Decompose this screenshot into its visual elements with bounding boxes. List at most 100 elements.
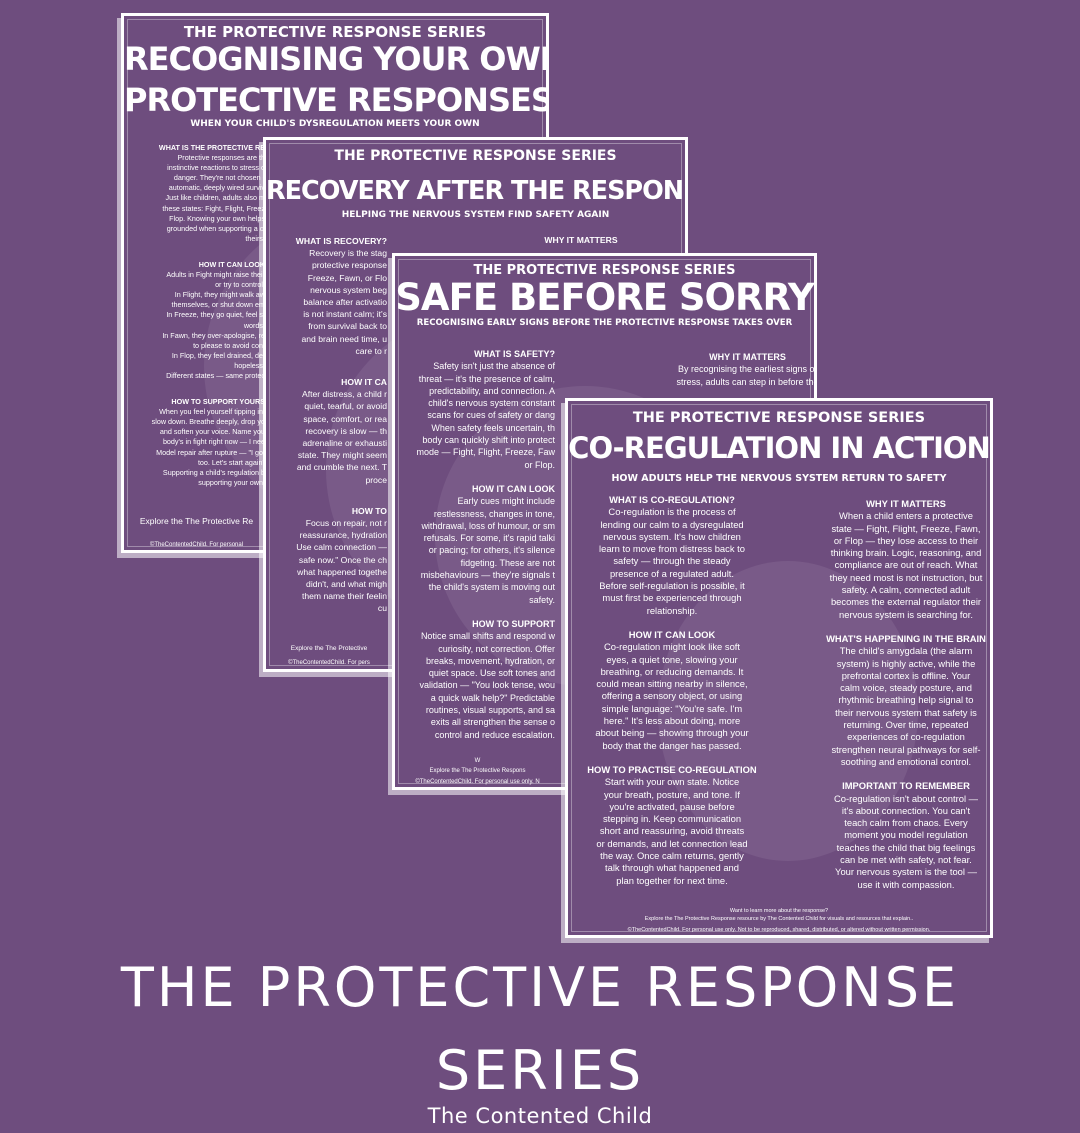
poster-want-text: W — [474, 758, 481, 764]
poster-section: HOW IT CAN LOOK Early cues might include r… — [400, 483, 555, 606]
text-line: breathing, or reducing demands. It — [600, 665, 744, 677]
text-line: Flop. Knowing your own helps — [169, 213, 265, 223]
text-line: adrenaline or exhausti — [302, 438, 387, 449]
text-line: The child's amygdala (the alarm — [839, 645, 973, 657]
text-line: theirs. — [245, 233, 265, 243]
poster-explore-text: Explore the The Protective — [290, 645, 368, 652]
text-line: hopeless. — [234, 360, 265, 370]
text-line: about being — showing through your — [595, 727, 749, 739]
text-line: stepping in. Keep communication — [602, 813, 742, 825]
text-line: presence of a regulated adult. — [609, 567, 735, 579]
text-line: proce — [365, 474, 388, 485]
text-line: or pacing; for others, it's silence — [428, 545, 555, 556]
poster-right-column: WHY IT MATTERS By recognising the earlies… — [660, 351, 817, 388]
text-line: body that the danger has passed. — [602, 739, 742, 751]
poster-copyright: ©TheContentedChild. For personal use onl… — [627, 927, 931, 933]
text-line: Adults in Fight might raise their — [166, 270, 265, 280]
section-heading: IMPORTANT TO REMEMBER — [842, 780, 970, 792]
text-line: By recognising the earliest signs of — [677, 364, 817, 375]
text-line: Your nervous system is the tool — — [835, 866, 977, 878]
text-line: offering a sensory object, or using — [601, 690, 743, 702]
text-line: from survival back to — [308, 321, 387, 332]
text-line: exits all strengthen the sense o — [430, 717, 555, 728]
text-line: teaches the child that big feelings — [836, 841, 976, 853]
text-line: In Flop, they feel drained, det — [171, 350, 265, 360]
text-line: state — Fight, Flight, Freeze, Fawn, — [831, 522, 981, 534]
text-line: care to r — [355, 345, 387, 356]
text-line: or Flop. — [524, 459, 555, 470]
text-line: strengthen neural pathways for self- — [831, 743, 981, 755]
text-line: grounded when supporting a cl — [166, 223, 265, 233]
poster-co-regulation-in-action: THE PROTECTIVE RESPONSE SERIES CO-REGULA… — [565, 398, 993, 938]
poster-title: SAFE BEFORE SORRY — [395, 276, 814, 319]
text-line: the child's system is moving out — [428, 582, 555, 593]
section-heading: WHAT IS SAFETY? — [474, 349, 555, 359]
text-line: here." It's less about doing, more — [603, 715, 741, 727]
poster-series-label: THE PROTECTIVE RESPONSE SERIES — [632, 410, 926, 426]
text-line: Use calm connection — — [296, 542, 387, 553]
text-line: automatic, deeply wired surviv — [168, 183, 265, 193]
text-line: quiet, tearful, or avoid — [304, 401, 387, 412]
text-line: relationship. — [646, 604, 698, 616]
text-line: or Flop — they lose access to their — [833, 534, 979, 546]
text-line: balance after activatio — [303, 297, 387, 308]
poster-copyright: ©TheContentedChild. For pers — [288, 660, 370, 666]
text-line: didn't, and what migh — [306, 579, 387, 590]
text-line: routines, visual supports, and sa — [425, 705, 555, 716]
text-line: protective response — [312, 260, 387, 271]
text-line: Notice small shifts and respond w — [420, 631, 555, 642]
banner-subtitle: The Contented Child — [427, 1104, 653, 1128]
section-heading: HOW TO — [351, 505, 387, 516]
section-heading: WHY IT MATTERS — [709, 352, 786, 362]
text-line: and brain need time, u — [301, 333, 387, 344]
text-line: short and reassuring, avoid threats — [599, 825, 745, 837]
text-line: Different states — same protec — [166, 370, 265, 380]
banner-title-line-2: SERIES — [435, 1039, 645, 1102]
text-line: stress, adults can step in before the — [676, 376, 817, 387]
text-line: system) is highly active, while the — [836, 657, 976, 669]
text-line: mode — Fight, Flight, Freeze, Faw — [416, 447, 555, 458]
text-line: talk through what happened and — [605, 862, 739, 874]
text-line: space, comfort, or rea — [303, 413, 387, 424]
text-line: Co-regulation is the process of — [608, 506, 736, 518]
text-line: safe now." Once the ch — [298, 554, 387, 565]
text-line: In Freeze, they go quiet, feel st — [166, 310, 265, 320]
poster-series-label: THE PROTECTIVE RESPONSE SERIES — [473, 263, 736, 278]
text-line: danger. They're not chosen - — [173, 173, 265, 183]
text-line: Safety isn't just the absence of — [433, 361, 555, 372]
section-heading: HOW TO SUPPORT YOURS — [171, 397, 265, 407]
text-line: When you feel yourself tipping int — [159, 407, 265, 417]
section-heading: WHAT IS RECOVERY? — [295, 236, 387, 246]
text-line: plan together for next time. — [616, 874, 728, 886]
banner-title-line-1: THE PROTECTIVE RESPONSE — [120, 956, 960, 1019]
text-line: safety. A calm, connected adult — [841, 584, 971, 596]
poster-left-column: WHAT IS SAFETY? Safety isn't just the abs… — [400, 348, 555, 741]
text-line: or demands, and let connection lead — [596, 837, 748, 849]
section-heading: HOW IT CAN LOOK — [472, 483, 555, 494]
text-line: When a child enters a protective — [839, 510, 973, 522]
poster-title: RECOVERY AFTER THE RESPONSE — [266, 176, 688, 206]
text-line: withdrawal, loss of humour, or sm — [421, 520, 555, 531]
text-line: their nervous system that safety is — [835, 706, 977, 718]
text-line: calm voice, steady posture, and — [840, 682, 972, 694]
poster-left-column: WHAT IS CO-REGULATION?Co-regulation is t… — [576, 494, 768, 887]
text-line: refusals. For some, it's rapid talki — [423, 533, 555, 544]
poster-subtitle: WHEN YOUR CHILD'S DYSREGULATION MEETS YO… — [190, 119, 480, 129]
text-line: they need most is not instruction, but — [829, 571, 983, 583]
section-heading: WHY IT MATTERS — [866, 498, 946, 509]
text-line: nervous system beg — [310, 284, 387, 295]
text-line: Early cues might include — [457, 496, 555, 507]
text-line: quiet space. Use soft tones and — [428, 668, 555, 679]
text-line: After distress, a child r — [301, 389, 387, 400]
text-line: misbehaviours — they're signals t — [420, 570, 555, 581]
text-line: words. — [243, 320, 265, 330]
text-line: your breath, posture, and tone. If — [603, 788, 741, 800]
